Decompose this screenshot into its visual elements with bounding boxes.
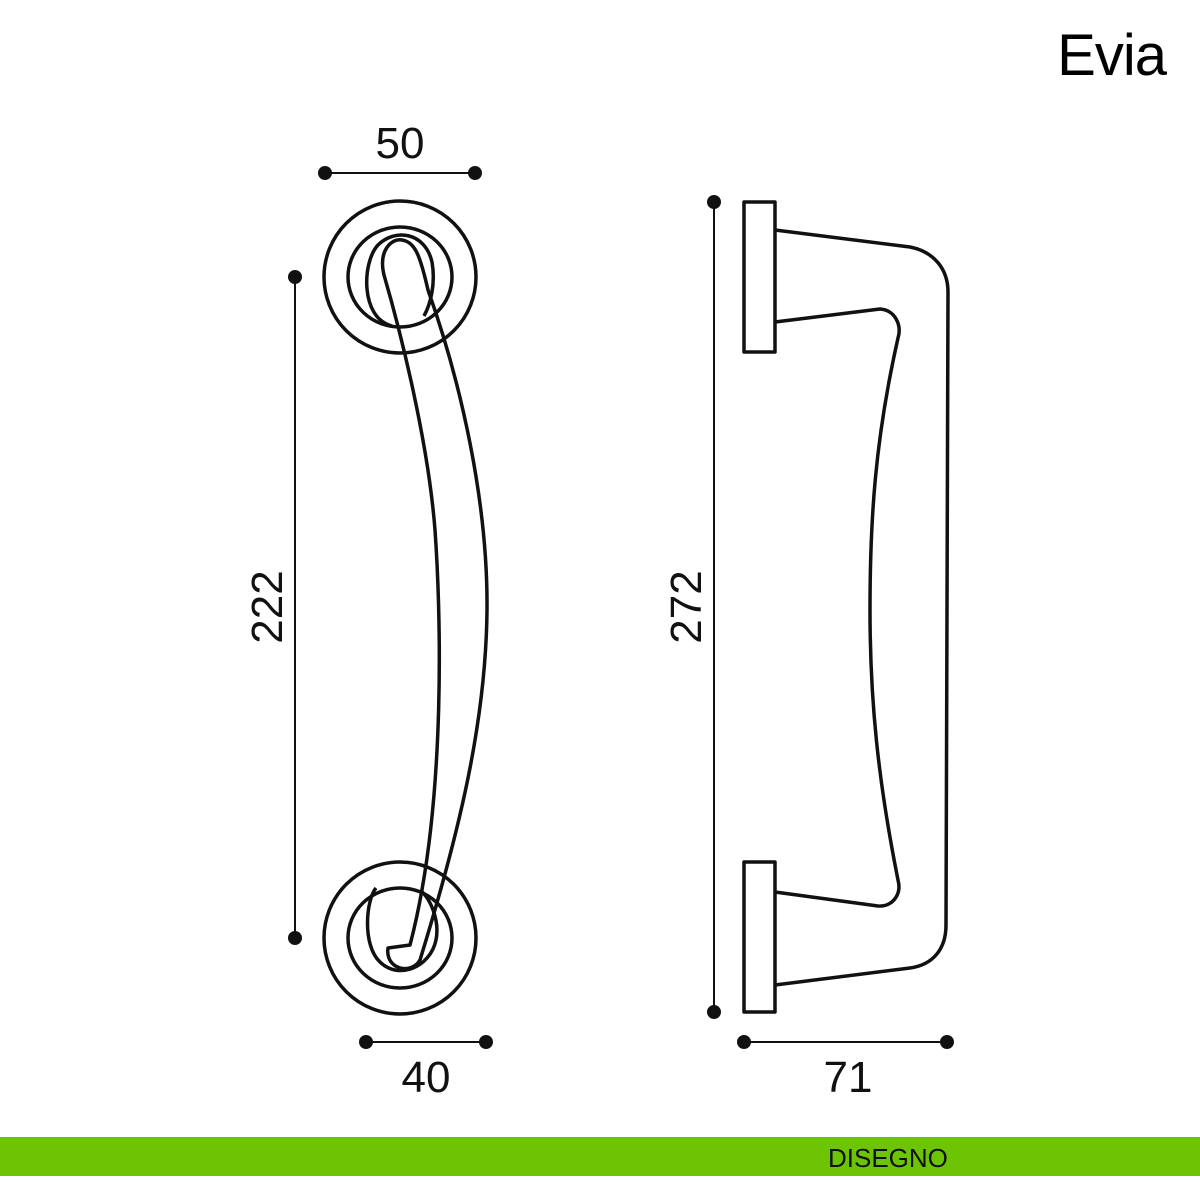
dim-rosette-width: 50 (376, 119, 425, 168)
dim-front-height: 222 (243, 570, 292, 643)
bottom-mounting-plate (742, 860, 777, 1014)
dim-side-depth: 71 (824, 1053, 873, 1102)
product-title: Evia (1057, 23, 1167, 88)
front-handle (380, 238, 489, 971)
top-rosette (322, 199, 478, 355)
bottom-rosette (322, 860, 478, 1016)
top-mounting-plate (742, 200, 777, 354)
dim-base-width: 40 (402, 1053, 451, 1102)
footer-label: DISEGNO (828, 1143, 948, 1173)
dim-side-height: 272 (662, 570, 711, 643)
side-handle (774, 228, 950, 987)
footer-bar: DISEGNO (0, 1137, 1200, 1176)
